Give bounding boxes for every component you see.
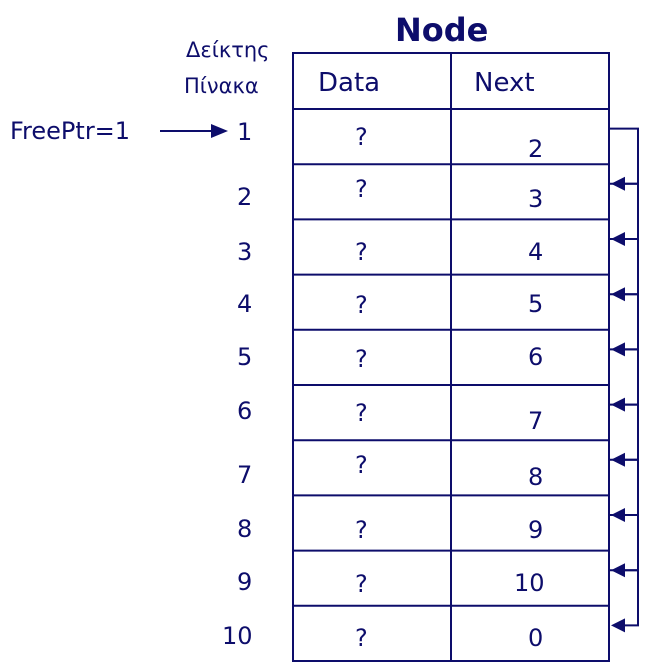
next-cell: 3: [528, 185, 544, 213]
next-link-arrow: [609, 127, 639, 185]
data-cell: ?: [355, 624, 368, 652]
row-index-label: 7: [237, 461, 253, 489]
index-header-line2: Πίνακα: [184, 74, 259, 98]
next-link-arrow: [609, 348, 639, 406]
free-pointer-label: FreePtr=1: [10, 117, 131, 145]
data-cell: ?: [355, 399, 368, 427]
next-cell: 9: [528, 516, 544, 544]
table-borders: [292, 52, 610, 662]
data-cell: ?: [355, 570, 368, 598]
row-index-label: 9: [237, 568, 253, 596]
data-cell: ?: [355, 451, 368, 479]
node-title: Node: [395, 11, 489, 49]
next-cell: 6: [528, 343, 544, 371]
next-link-arrow: [609, 458, 639, 516]
next-cell: 4: [528, 238, 544, 266]
next-link-arrow: [609, 403, 639, 461]
row-index-label: 2: [237, 183, 253, 211]
next-cell: 7: [528, 407, 544, 435]
row-index-label: 8: [237, 515, 253, 543]
data-cell: ?: [355, 175, 368, 203]
row-dividers: [293, 108, 609, 607]
row-index-label: 5: [237, 343, 253, 371]
arrow-head-icon: [611, 618, 625, 633]
next-cell: 5: [528, 290, 544, 318]
data-cell: ?: [355, 516, 368, 544]
next-cell: 8: [528, 463, 544, 491]
data-cell: ?: [355, 238, 368, 266]
next-link-arrow: [609, 514, 639, 572]
next-cell: 2: [528, 135, 544, 163]
next-cell: 0: [528, 624, 544, 652]
row-index-label: 4: [237, 290, 253, 318]
data-cell: ?: [355, 123, 368, 151]
column-header-data: Data: [318, 68, 381, 98]
column-header-next: Next: [474, 68, 535, 98]
row-index-label: 10: [222, 622, 253, 650]
next-link-arrows: [609, 127, 639, 633]
index-header-line1: Δείκτης: [186, 38, 270, 62]
free-pointer-arrow: [160, 124, 228, 138]
next-link-arrow: [609, 238, 639, 296]
next-link-arrow: [609, 569, 639, 627]
next-cell: 10: [514, 569, 545, 597]
data-cell: ?: [355, 291, 368, 319]
next-link-arrow: [609, 182, 639, 240]
row-index-label: 3: [237, 238, 253, 266]
row-index-label: 6: [237, 397, 253, 425]
data-cell: ?: [355, 345, 368, 373]
next-link-arrow: [609, 293, 639, 351]
row-index-label: 1: [237, 118, 253, 146]
